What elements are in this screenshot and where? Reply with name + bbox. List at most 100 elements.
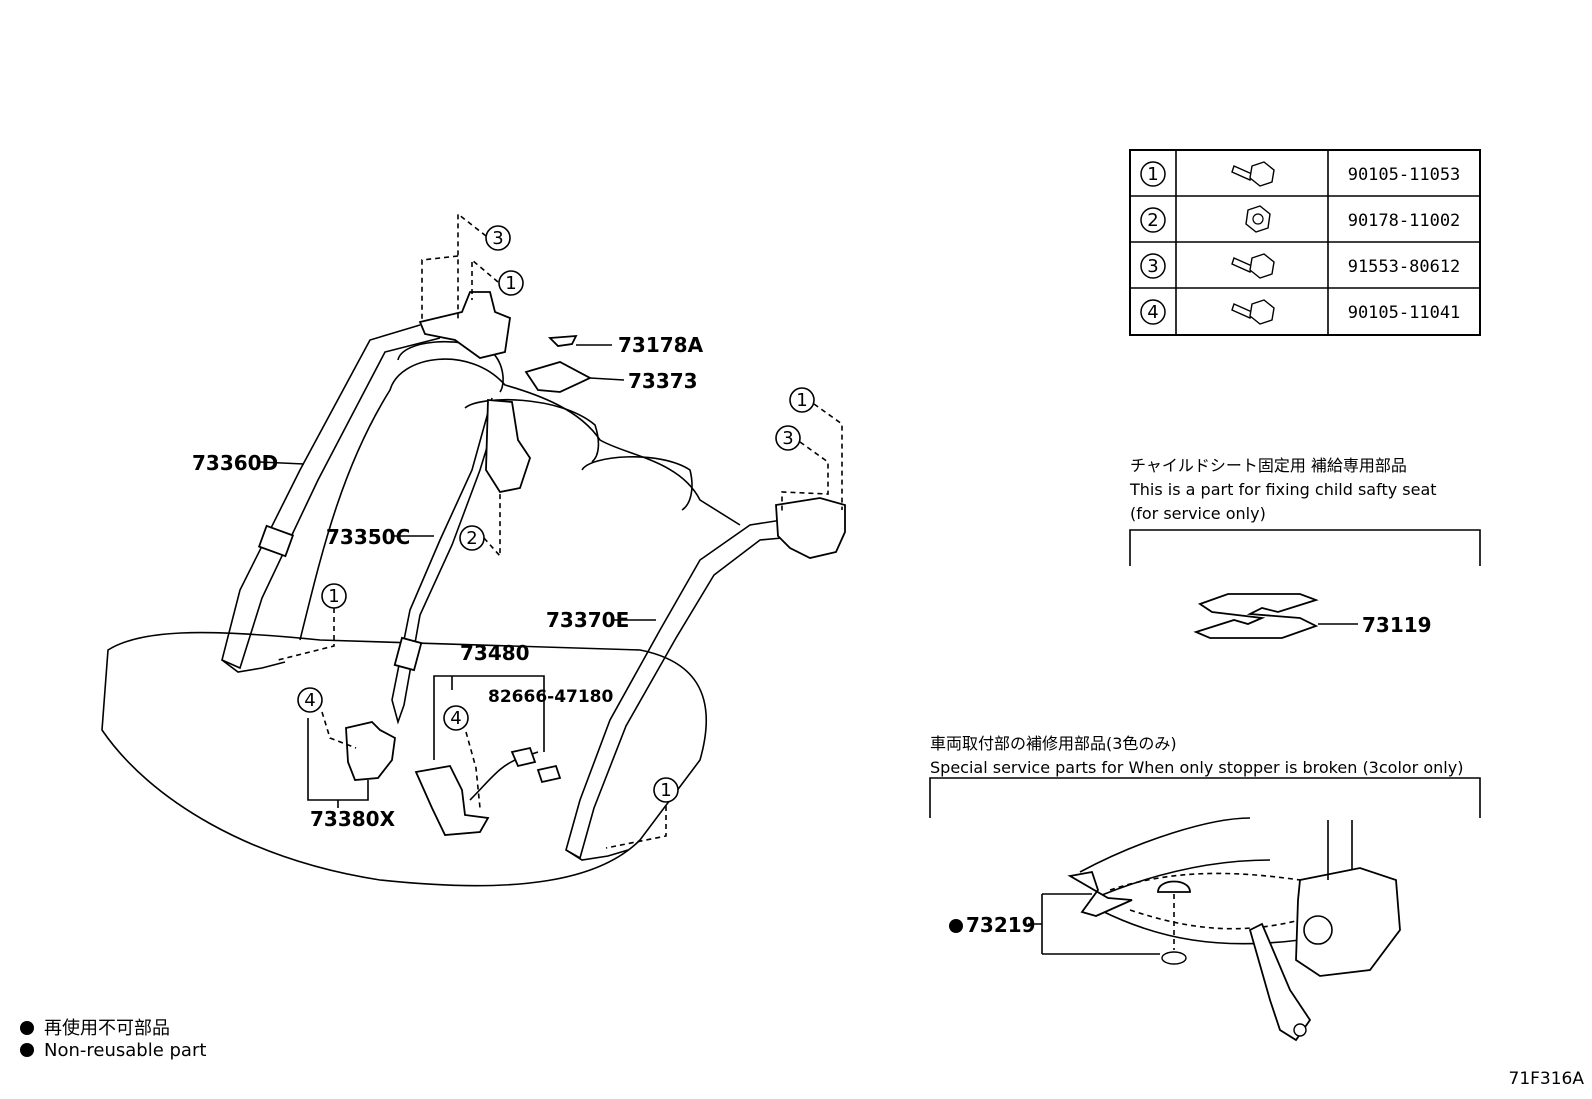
callout-3-top: 3 — [485, 225, 511, 251]
non-reusable-dot-73219 — [949, 919, 963, 933]
belt-73360D-webbing — [221, 324, 441, 670]
table-row: 4 90105-11041 — [1140, 299, 1461, 325]
svg-text:3: 3 — [1147, 256, 1158, 277]
callout-1-left: 1 — [321, 583, 347, 609]
callout-1-right-low: 1 — [653, 777, 679, 803]
stopper-clip-base — [1161, 951, 1187, 965]
dash-callout-1-left — [277, 608, 335, 661]
retractor-left-upper — [418, 291, 511, 359]
legend-jp: 再使用不可部品 — [20, 1014, 170, 1040]
leader-73360D — [259, 461, 305, 465]
dash-callout-1-right-top — [813, 403, 843, 510]
dash-callout-1-top — [471, 258, 499, 300]
part-73373-shape — [524, 361, 593, 393]
svg-text:1: 1 — [328, 586, 339, 607]
bracket-73480 — [433, 675, 545, 760]
part-73178A-shape — [547, 334, 578, 347]
dash-callout-1-right-low — [605, 806, 667, 849]
belt-73350C-tongue — [393, 636, 423, 672]
belt-73350C-webbing — [391, 397, 501, 725]
hex-nut-icon — [1245, 205, 1271, 233]
table-row: 2 90178-11002 — [1140, 205, 1461, 233]
dash-callout-4-mid — [465, 731, 481, 809]
label-73380X[interactable]: 73380X — [310, 807, 396, 831]
svg-text:91553-80612[interactable]: 91553-80612 — [1348, 257, 1461, 277]
svg-text:1: 1 — [796, 390, 807, 411]
seat-back-outline — [299, 358, 741, 641]
legend-jp-text: 再使用不可部品 — [44, 1018, 170, 1039]
stopper-frame — [929, 777, 1481, 818]
stopper-anchor-bolt — [1293, 1023, 1307, 1037]
svg-text:2: 2 — [466, 528, 477, 549]
child-seat-note-en1: This is a part for fixing child safty se… — [1130, 480, 1437, 499]
svg-text:1: 1 — [505, 273, 516, 294]
retractor-right-upper — [775, 497, 846, 559]
svg-text:3: 3 — [492, 228, 503, 249]
table-row: 3 91553-80612 — [1140, 253, 1461, 279]
label-73370E[interactable]: 73370E — [546, 608, 629, 632]
stopper-note-en: Special service parts for When only stop… — [930, 758, 1464, 777]
child-seat-note-en2: (for service only) — [1130, 504, 1266, 523]
buckle-73480 — [414, 764, 490, 836]
label-73219[interactable]: 73219 — [966, 913, 1036, 937]
label-73373[interactable]: 73373 — [628, 369, 698, 393]
stopper-clip-top — [1157, 880, 1191, 893]
label-73178A[interactable]: 73178A — [618, 333, 704, 357]
svg-text:4: 4 — [304, 690, 315, 711]
svg-text:90105-11041[interactable]: 90105-11041 — [1348, 303, 1461, 323]
dash-callout-2 — [483, 492, 501, 559]
seat-cushion-outline — [101, 631, 708, 887]
non-reusable-dot-icon — [20, 1021, 34, 1035]
table-row: 1 90105-11053 — [1140, 161, 1461, 187]
non-reusable-dot-icon — [20, 1043, 34, 1057]
flange-bolt-icon — [1231, 299, 1275, 325]
bracket-73380X — [307, 718, 369, 808]
flange-bolt-icon — [1231, 161, 1275, 187]
callout-4-mid: 4 — [443, 705, 469, 731]
flange-bolt-icon — [1231, 253, 1275, 279]
svg-text:1: 1 — [660, 780, 671, 801]
stopper-webbing-vertical — [1327, 820, 1353, 880]
stopper-belt-outline — [1079, 817, 1301, 945]
child-seat-frame — [1129, 529, 1481, 566]
stopper-tab — [1067, 870, 1133, 917]
svg-text:4: 4 — [1147, 302, 1158, 323]
callout-1-right-top: 1 — [789, 387, 815, 413]
label-73119[interactable]: 73119 — [1362, 613, 1432, 637]
svg-text:4: 4 — [450, 708, 461, 729]
svg-text:90178-11002[interactable]: 90178-11002 — [1348, 211, 1461, 231]
stopper-retractor-spool — [1303, 915, 1333, 945]
bracket-73219 — [1028, 893, 1160, 955]
stopper-note-jp: 車両取付部の補修用部品(3色のみ) — [930, 734, 1177, 753]
svg-text:3: 3 — [782, 428, 793, 449]
dash-callout-3-right — [781, 441, 829, 512]
retractor-center — [485, 399, 531, 494]
label-73480[interactable]: 73480 — [460, 641, 530, 665]
svg-text:1: 1 — [1147, 164, 1158, 185]
svg-text:90105-11053[interactable]: 90105-11053 — [1348, 165, 1461, 185]
belt-73360D-tongue — [257, 524, 295, 558]
label-82666-47180[interactable]: 82666-47180 — [488, 687, 614, 707]
child-seat-note-jp: チャイルドシート固定用 補給専用部品 — [1130, 456, 1407, 475]
headrest-center — [464, 398, 600, 463]
label-73350C[interactable]: 73350C — [326, 525, 410, 549]
callout-2: 2 — [459, 525, 485, 551]
callout-1-top: 1 — [498, 270, 524, 296]
belt-73370E-anchor — [565, 849, 629, 861]
diagram-code: 71F316A — [1508, 1069, 1585, 1089]
stopper-retractor — [1295, 867, 1401, 977]
svg-text:2: 2 — [1147, 210, 1158, 231]
dash-callout-4-left — [321, 711, 357, 749]
wire-connector — [510, 746, 562, 784]
headrest-right — [581, 456, 693, 511]
leader-73373 — [589, 377, 625, 381]
callout-3-right: 3 — [775, 425, 801, 451]
child-seat-note: チャイルドシート固定用 補給専用部品 This is a part for fi… — [1130, 454, 1437, 526]
label-73360D[interactable]: 73360D — [192, 451, 278, 475]
buckle-73380X — [345, 721, 396, 781]
stopper-note: 車両取付部の補修用部品(3色のみ) Special service parts … — [930, 732, 1463, 780]
fastener-table — [1129, 149, 1481, 336]
dash-callout-3-top — [421, 212, 487, 322]
part-73119-shape — [1193, 593, 1319, 639]
